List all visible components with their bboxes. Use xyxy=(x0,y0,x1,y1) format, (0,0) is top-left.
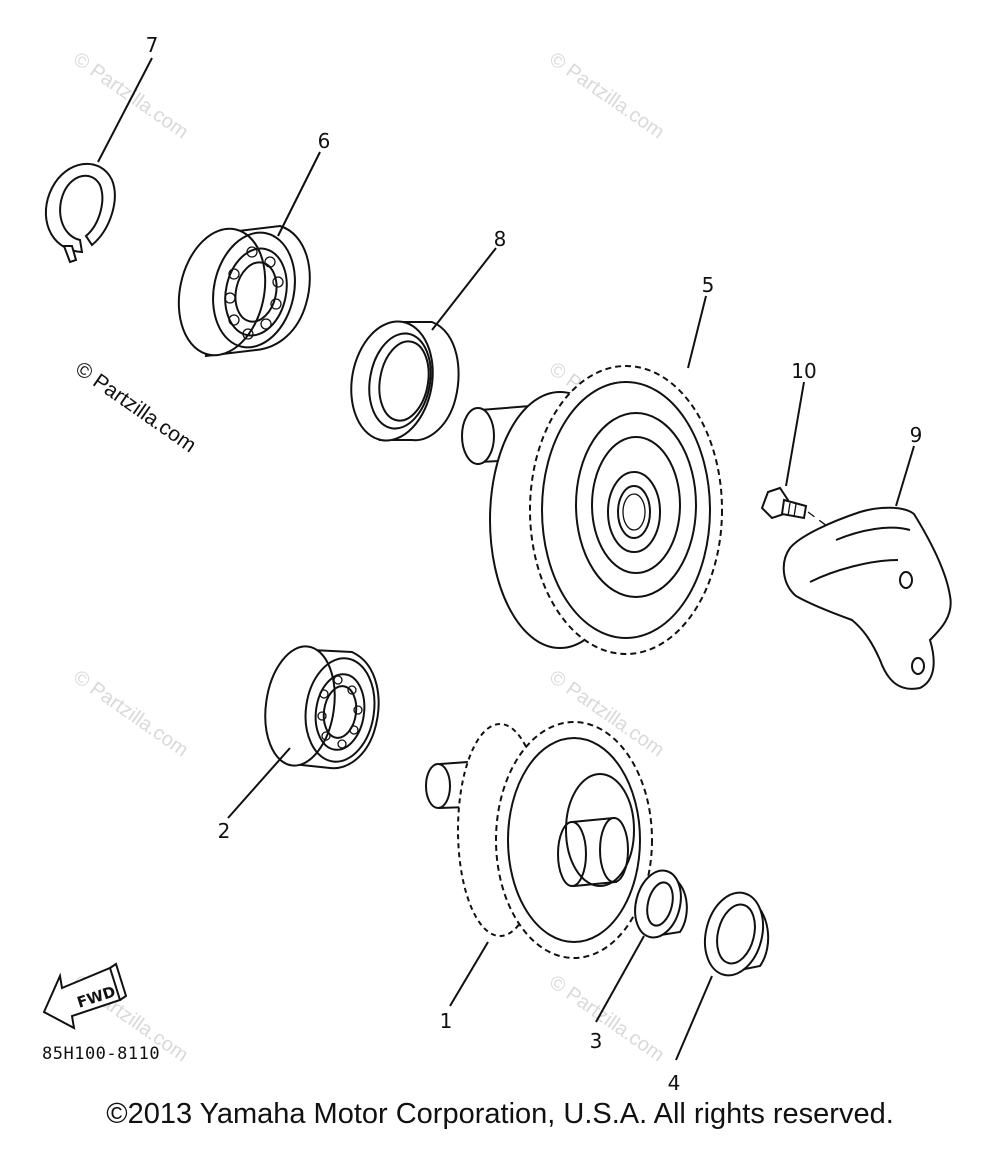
part-5-gear xyxy=(461,365,723,655)
diagram-code: 85H100-8110 xyxy=(42,1044,161,1064)
callout-7: 7 xyxy=(146,33,159,57)
part-1-gear xyxy=(425,721,653,959)
callout-numbers: 1 2 3 4 5 6 7 8 9 10 xyxy=(146,33,923,1095)
leader-lines xyxy=(97,57,915,1061)
part-9-bracket xyxy=(782,506,952,690)
part-8-oil-seal xyxy=(350,320,460,442)
callout-10: 10 xyxy=(791,359,816,383)
watermark: © Partzilla.com xyxy=(69,48,192,143)
callout-1: 1 xyxy=(440,1009,453,1033)
part-7-circlip xyxy=(44,162,116,264)
watermark: © Partzilla.com xyxy=(69,666,192,761)
watermark: © Partzilla.com xyxy=(545,48,668,143)
part-10-bolt xyxy=(760,486,901,581)
watermark: © Partzilla.com xyxy=(545,971,668,1066)
callout-8: 8 xyxy=(494,227,507,251)
callout-9: 9 xyxy=(910,423,923,447)
part-6-bearing xyxy=(177,224,311,358)
copyright-notice: ©2013 Yamaha Motor Corporation, U.S.A. A… xyxy=(106,1098,894,1130)
part-2-bearing xyxy=(264,645,380,770)
callout-2: 2 xyxy=(218,819,231,843)
callout-5: 5 xyxy=(702,273,715,297)
callout-3: 3 xyxy=(590,1029,603,1053)
part-3-washer xyxy=(634,869,688,939)
watermark-strong: © Partzilla.com xyxy=(71,357,200,457)
callout-6: 6 xyxy=(318,129,331,153)
part-4-washer xyxy=(703,891,770,977)
callout-4: 4 xyxy=(668,1071,681,1095)
